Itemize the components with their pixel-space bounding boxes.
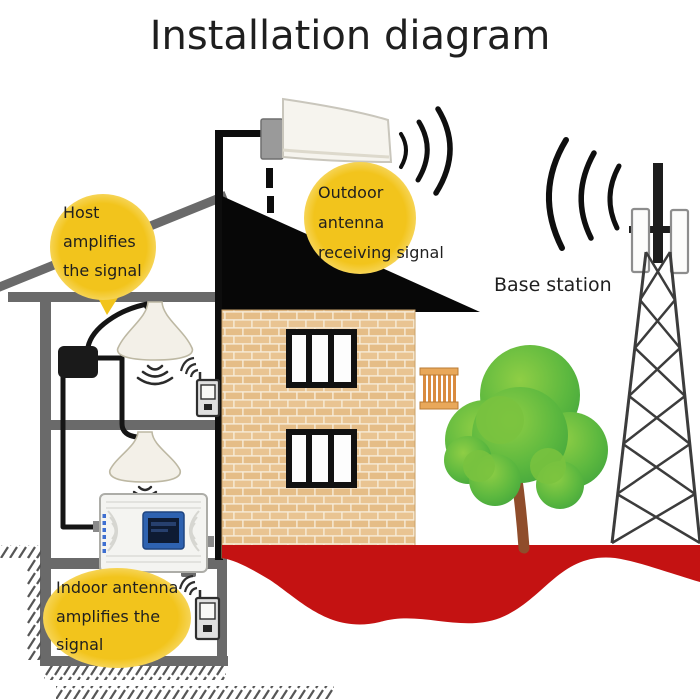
tower-crossbar bbox=[629, 226, 687, 233]
page-title: Installation diagram bbox=[150, 13, 551, 59]
signal-waves-icon bbox=[545, 137, 622, 251]
signal-waves-icon bbox=[399, 106, 453, 196]
antenna-panel-left bbox=[630, 207, 651, 274]
tower-pole bbox=[653, 163, 663, 263]
callout-bubble bbox=[43, 568, 191, 668]
indoor-antenna-icon bbox=[108, 431, 182, 504]
callout-outdoor-line2: antenna bbox=[318, 213, 384, 232]
repeater-leds bbox=[102, 514, 106, 553]
outdoor-antenna-icon bbox=[260, 97, 453, 213]
base-station-tower-icon bbox=[545, 137, 700, 545]
base-station-label: Base station bbox=[494, 274, 612, 296]
dash-mark bbox=[266, 168, 273, 188]
tree-icon bbox=[444, 345, 608, 554]
antenna-panel-right bbox=[669, 208, 690, 275]
splitter-icon bbox=[58, 346, 98, 378]
ground-red bbox=[222, 545, 700, 625]
roof-and-facade bbox=[215, 130, 480, 560]
repeater-icon bbox=[93, 493, 214, 577]
callout-outdoor-line1: Outdoor bbox=[318, 183, 384, 202]
antenna-bracket bbox=[260, 118, 284, 160]
ground-hatch-icon bbox=[27, 556, 41, 660]
signal-waves-icon bbox=[178, 574, 198, 596]
callout-indoor-line1: Indoor antenna bbox=[56, 578, 178, 597]
window-upper bbox=[286, 329, 357, 388]
window-lower bbox=[286, 429, 357, 488]
signal-waves-icon bbox=[179, 356, 199, 378]
callout-outdoor: Outdoor antenna receiving signal bbox=[304, 162, 444, 274]
mast-pole bbox=[215, 130, 223, 560]
callout-indoor: Indoor antenna amplifies the signal bbox=[43, 568, 191, 668]
callout-tail bbox=[97, 296, 119, 315]
coax-cables bbox=[60, 301, 150, 530]
callout-host-line1: Host bbox=[63, 203, 99, 222]
basement-right-wall bbox=[217, 556, 227, 664]
ground-hatch-icon bbox=[56, 686, 334, 699]
fence-icon bbox=[419, 367, 459, 410]
mid-floor bbox=[46, 420, 222, 430]
tree-foliage bbox=[444, 345, 608, 509]
phone-icon bbox=[179, 356, 221, 418]
mast-arm bbox=[215, 130, 267, 137]
callout-host-line3: the signal bbox=[63, 261, 142, 280]
callout-host: Host amplifies the signal bbox=[50, 194, 156, 315]
lpda-antenna-body bbox=[282, 97, 393, 164]
left-wall bbox=[40, 292, 51, 666]
indoor-antenna-icon bbox=[116, 301, 194, 386]
callout-indoor-line2: amplifies the bbox=[56, 607, 160, 626]
dash-mark bbox=[267, 196, 274, 213]
signal-waves-icon bbox=[136, 364, 174, 386]
ground-hatch-icon bbox=[0, 545, 41, 558]
callout-outdoor-line3: receiving signal bbox=[318, 243, 444, 262]
callout-host-line2: amplifies bbox=[63, 232, 136, 251]
callout-indoor-line3: signal bbox=[56, 635, 103, 654]
callout-bubble bbox=[304, 162, 416, 274]
tower-lattice bbox=[610, 251, 700, 545]
phone-icon bbox=[178, 574, 221, 641]
callout-bubble bbox=[50, 194, 156, 300]
ground-hatch-icon bbox=[44, 666, 226, 680]
